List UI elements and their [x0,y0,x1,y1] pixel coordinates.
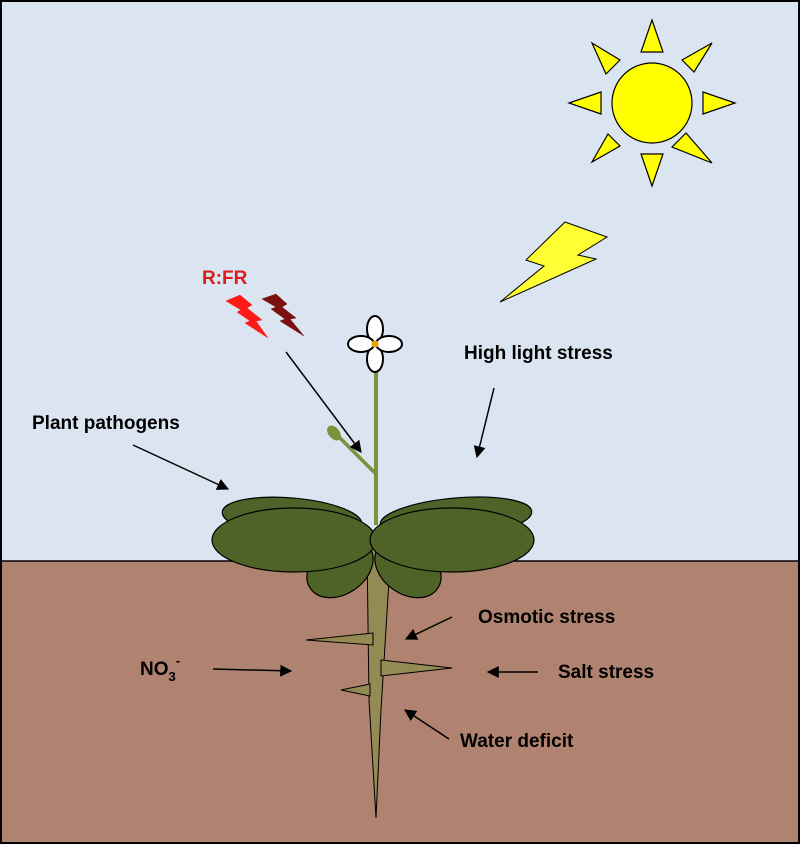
plant-illustration [211,315,535,819]
red-light-icon [225,294,269,339]
nitrate-superscript: - [176,653,180,668]
plant-pathogens-label: Plant pathogens [32,413,180,434]
lightning-icon [499,221,609,303]
salt-stress-label: Salt stress [558,662,654,683]
pathogens-arrow [132,444,230,490]
water-deficit-arrow [403,709,450,740]
leaf [369,507,535,573]
nitrate-arrow [212,664,293,677]
flower-bud [327,425,341,441]
lateral-root-left-lower [340,683,371,697]
high-light-arrow [473,387,495,459]
lateral-root-left-upper [305,632,374,646]
flower-icon [347,315,403,373]
osmotic-stress-label: Osmotic stress [478,607,615,628]
nitrate-base: NO [140,659,169,680]
nitrate-label: NO3- [140,653,180,684]
high-light-stress-label: High light stress [464,343,613,364]
sun-icon [567,18,737,188]
nitrate-subscript: 3 [169,669,176,684]
rfr-label: R:FR [202,268,248,289]
water-deficit-label: Water deficit [460,731,574,752]
leaf [211,507,377,573]
soil-region [1,561,799,843]
branch [337,435,378,476]
far-red-light-icon [261,293,305,337]
rfr-arrow [285,351,362,453]
lateral-root-right [380,659,453,677]
osmotic-arrow [404,616,453,640]
